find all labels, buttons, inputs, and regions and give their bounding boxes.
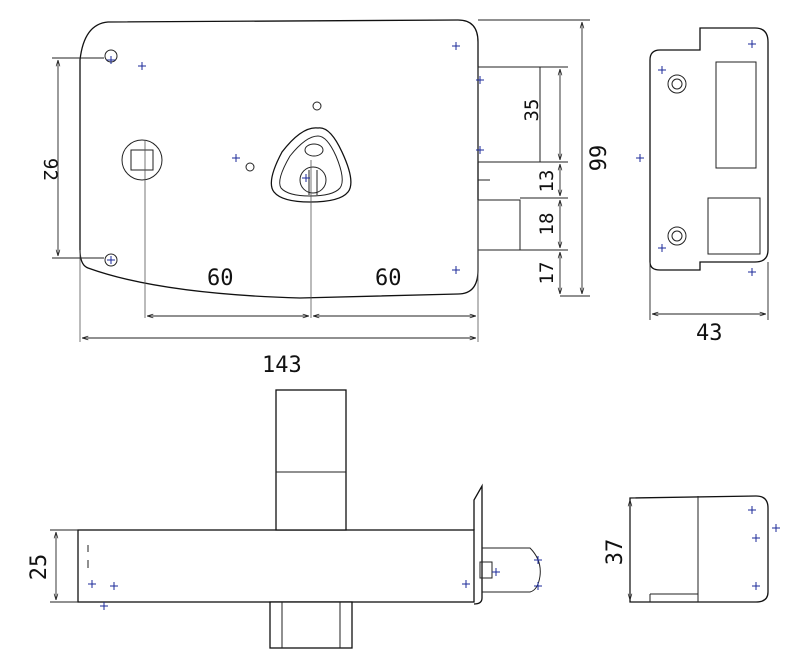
reference-cross: [658, 244, 666, 252]
reference-cross: [658, 66, 666, 74]
bolt-housing: [477, 66, 541, 163]
reference-cross: [452, 266, 460, 274]
key-escutcheon: [270, 127, 352, 203]
small-screw-top: [312, 101, 322, 111]
reference-cross: [107, 56, 115, 64]
reference-cross: [476, 146, 484, 154]
cylinder-top: [275, 389, 347, 531]
latch-housing: [477, 199, 521, 251]
reference-cross: [748, 40, 756, 48]
reference-cross: [636, 154, 644, 162]
side-body: [77, 529, 475, 603]
reference-cross: [772, 524, 780, 532]
dim-strike-width: 43: [696, 321, 723, 346]
front-dimensions: 143 60 60 92 99 35 13 18 17: [39, 19, 612, 378]
reference-cross: [302, 174, 310, 182]
reference-cross: [752, 534, 760, 542]
key-cylinder: [299, 166, 327, 194]
dim-left-spacing: 60: [207, 266, 234, 291]
reference-cross: [492, 568, 500, 576]
reference-cross: [88, 580, 96, 588]
dim-gap-13: 13: [536, 170, 558, 193]
strike-plate-front: 43: [649, 27, 769, 346]
dim-total-height: 99: [587, 145, 612, 172]
dim-hole-spacing: 92: [39, 158, 61, 181]
reference-cross: [534, 556, 542, 564]
dim-total-width: 143: [262, 353, 302, 378]
reference-cross: [752, 582, 760, 590]
strike-plate-outline: [649, 27, 769, 271]
reference-cross: [138, 62, 146, 70]
strike-latch-opening: [707, 197, 761, 255]
reference-cross: [452, 42, 460, 50]
reference-cross: [476, 76, 484, 84]
small-screw-left: [245, 162, 255, 172]
cross-markers: [88, 40, 780, 610]
screw-hole-bottom-left: [104, 253, 118, 267]
dim-latch-18: 18: [536, 213, 558, 236]
dim-body-depth: 25: [27, 554, 52, 581]
lock-side-view: 25: [27, 389, 541, 649]
reference-cross: [748, 506, 756, 514]
dim-right-spacing: 60: [375, 266, 402, 291]
dim-bottom-17: 17: [536, 262, 558, 285]
reference-cross: [534, 582, 542, 590]
strike-bolt-opening: [715, 61, 757, 169]
reference-cross: [107, 256, 115, 264]
cylinder-bottom: [269, 601, 353, 649]
lock-case-outline: [79, 19, 479, 299]
strike-screw-top: [667, 74, 687, 94]
reference-cross: [748, 268, 756, 276]
reference-cross: [232, 154, 240, 162]
strike-screw-bottom: [667, 226, 687, 246]
dim-bolt-throw: 35: [521, 99, 543, 122]
lock-front-view: [79, 19, 541, 342]
strike-plate-side: 37: [603, 495, 769, 603]
reference-cross: [110, 582, 118, 590]
side-latch: [482, 547, 541, 593]
dim-strike-depth: 37: [603, 539, 628, 566]
reference-cross: [100, 602, 108, 610]
strike-side-outline: [629, 495, 769, 603]
handle-spindle: [121, 139, 163, 181]
reference-cross: [462, 580, 470, 588]
